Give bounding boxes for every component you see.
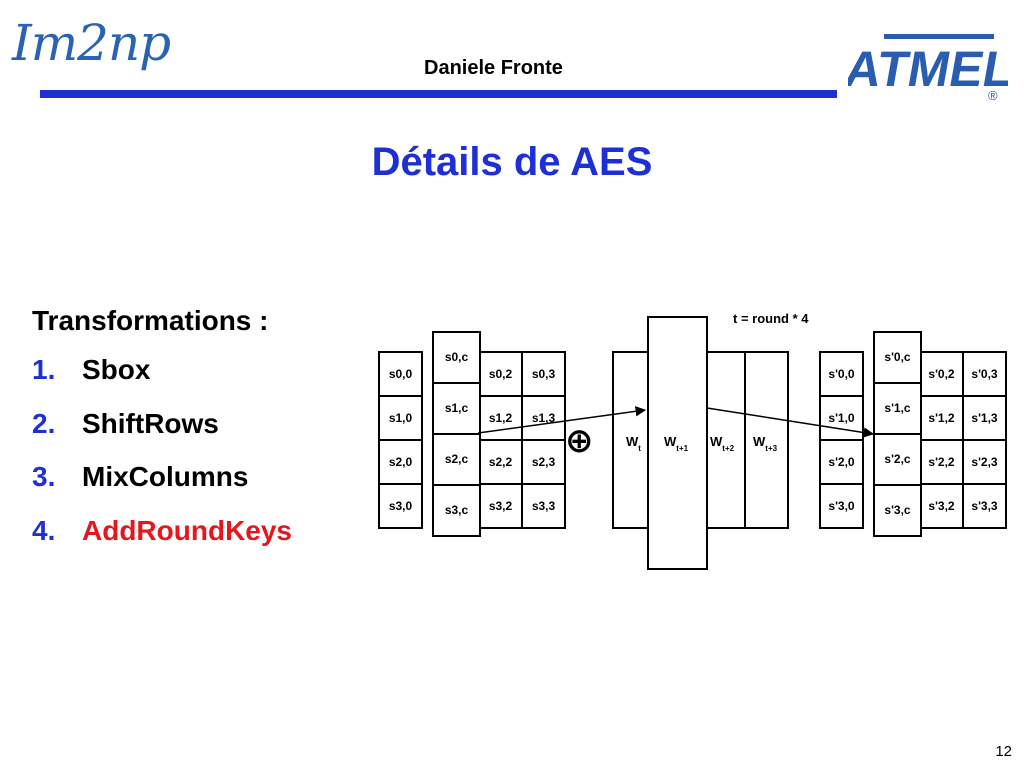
transformations-list: 1. Sbox 2. ShiftRows 3. MixColumns 4. AddRou… — [32, 354, 292, 568]
arrow-key-to-output — [706, 407, 875, 438]
round-key-w-t2: Wt+2 — [710, 434, 735, 453]
page-number: 12 — [995, 743, 1012, 760]
step-label: ShiftRows — [82, 407, 219, 439]
atmel-logo-bar — [884, 34, 994, 39]
input-state-cell — [378, 483, 423, 529]
input-state-matrix: s0,0 s0,c s0,2 s0,3 s1,0 s1,c s1,2 s1,3 s2,0 s2,c… — [378, 331, 566, 537]
input-state-cell-label: s3,3 — [532, 499, 556, 513]
round-key-w-t: Wt — [626, 434, 641, 453]
step-number: 4. — [32, 514, 56, 546]
atmel-logo-text: ATMEL — [848, 40, 1008, 97]
step-shiftrows: 2. ShiftRows — [32, 408, 292, 462]
step-number: 3. — [32, 461, 56, 492]
slide-title: Détails de AES — [371, 140, 653, 184]
input-state-cell-label: s2,3 — [532, 455, 556, 469]
input-state-cell-label: s1,3 — [532, 411, 556, 425]
input-state-cell-label: s0,0 — [389, 367, 413, 381]
output-state-cell-label: s'2,0 — [828, 455, 855, 469]
input-state-cell — [521, 483, 566, 529]
input-state-cell-label: s3,c — [445, 503, 469, 517]
xor-operator: ⊕ — [565, 422, 594, 460]
step-number: 2. — [32, 407, 56, 439]
registered-mark: ® — [988, 88, 998, 102]
output-state-cell-label: s'2,2 — [928, 455, 955, 469]
input-state-cell — [521, 395, 566, 441]
header-divider — [40, 90, 837, 98]
output-state-cell — [819, 395, 864, 441]
input-state-cell-label: s1,0 — [389, 411, 413, 425]
output-state-cell-label: s'1,c — [884, 401, 911, 415]
round-key-w-t1: Wt+1 — [664, 434, 689, 453]
input-state-cell-label: s0,c — [445, 350, 469, 364]
atmel-logo: ATMEL ® — [848, 34, 1008, 102]
addroundkey-diagram: s0,0 s0,c s0,2 s0,3 s1,0 s1,c s1,2 s1,3 s2,0 s2,c… — [378, 311, 1007, 570]
step-label: AddRoundKeys — [82, 514, 292, 546]
arrow-state-to-key — [477, 406, 647, 434]
round-key-block: Wt Wt+1 Wt+2 Wt+3 — [612, 316, 789, 570]
round-formula: t = round * 4 — [733, 311, 809, 326]
output-state-cell-label: s'1,0 — [828, 411, 855, 425]
output-state-cell-label: s'1,3 — [971, 411, 998, 425]
transformations-heading: Transformations : — [32, 305, 269, 336]
output-state-cell-label: s'2,3 — [971, 455, 998, 469]
step-addroundkeys: 4. AddRoundKeys — [32, 515, 292, 569]
output-state-cell-label: s'1,2 — [928, 411, 955, 425]
input-state-cell-label: s2,c — [445, 452, 469, 466]
output-state-cell-label: s'3,2 — [928, 499, 955, 513]
output-state-cell-label: s'2,c — [884, 452, 911, 466]
step-sbox: 1. Sbox — [32, 354, 292, 408]
output-state-cell — [962, 351, 1007, 397]
author-name: Daniele Fronte — [424, 57, 563, 79]
input-state-cell-label: s0,3 — [532, 367, 556, 381]
output-state-cell — [962, 439, 1007, 485]
input-state-cell — [521, 439, 566, 485]
step-mixcolumns: 3. MixColumns — [32, 461, 292, 515]
step-number: 1. — [32, 354, 56, 385]
output-state-cell-label: s'3,0 — [828, 499, 855, 513]
input-state-cell-label: s2,0 — [389, 455, 413, 469]
round-key-column-highlight — [647, 316, 708, 570]
output-state-matrix: s'0,0 s'0,c s'0,2 s'0,3 s'1,0 s'1,c s'1,2 s'1,3… — [819, 331, 1007, 537]
input-state-cell-label: s3,2 — [489, 499, 513, 513]
output-state-cell — [819, 351, 864, 397]
im2np-logo: Im2np — [12, 14, 171, 72]
output-state-cell-label: s'3,3 — [971, 499, 998, 513]
output-state-cell-label: s'0,2 — [928, 367, 955, 381]
step-label: Sbox — [82, 354, 151, 385]
input-state-cell-label: s0,2 — [489, 367, 513, 381]
input-state-cell-label: s1,2 — [489, 411, 513, 425]
round-key-w-t3: Wt+3 — [753, 434, 778, 453]
input-state-cell-label: s1,c — [445, 401, 469, 415]
output-state-cell-label: s'0,c — [884, 350, 911, 364]
output-state-cell-label: s'0,0 — [828, 367, 855, 381]
input-state-cell-label: s2,2 — [489, 455, 513, 469]
input-state-cell-label: s3,0 — [389, 499, 413, 513]
output-state-cell — [962, 483, 1007, 529]
step-label: MixColumns — [82, 461, 249, 492]
output-state-cell — [819, 483, 864, 529]
output-state-cell-label: s'0,3 — [971, 367, 998, 381]
output-state-cell-label: s'3,c — [884, 503, 911, 517]
